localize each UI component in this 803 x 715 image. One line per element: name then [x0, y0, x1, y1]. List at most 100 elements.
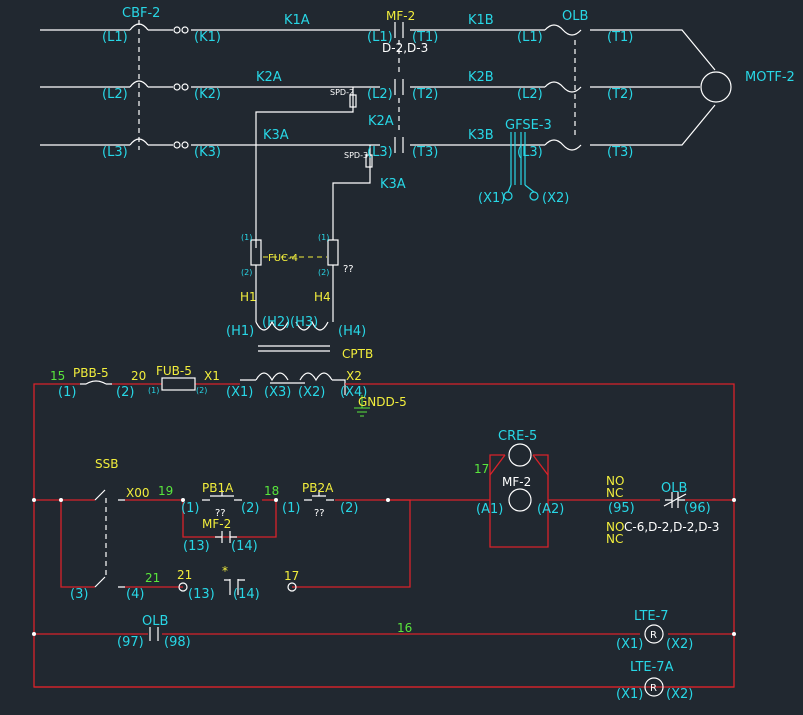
- pbb-term-1: (1): [58, 385, 76, 400]
- olb-aux-label: OLB: [661, 481, 687, 496]
- mf-aux-term-14: (14): [231, 539, 258, 554]
- primary-h3: (H3): [290, 315, 318, 330]
- secondary-x1: (X1): [226, 385, 253, 400]
- overload-term-l1: (L1): [517, 30, 543, 45]
- wire-k3b: K3B: [468, 128, 494, 143]
- aux2-term-13: (13): [188, 587, 215, 602]
- pbb-label: PBB-5: [73, 366, 109, 380]
- fuse2-term-1: (1): [318, 233, 329, 242]
- lead-h1: H1: [240, 290, 257, 304]
- starter-term-l2: (L2): [367, 87, 393, 102]
- x2-label: X2: [346, 369, 362, 383]
- wire-20: 20: [131, 369, 146, 383]
- starter-ref: D-2,D-3: [382, 41, 428, 55]
- aux2-term-14: (14): [233, 587, 260, 602]
- breaker-label: CBF-2: [122, 6, 160, 21]
- wire-16: 16: [397, 621, 412, 635]
- fub-label: FUB-5: [156, 364, 192, 378]
- pb2a-label: PB2A: [302, 481, 334, 495]
- starter-label: MF-2: [386, 9, 415, 23]
- pb2a-unknown: ??: [314, 508, 325, 519]
- breaker-term-l1: (L1): [102, 30, 128, 45]
- primary-h4: (H4): [338, 324, 366, 339]
- lte7-term-x1: (X1): [616, 637, 643, 652]
- gfse-term-x1: (X1): [478, 191, 505, 206]
- cre-pilot-symbol: [508, 443, 532, 467]
- pb1a-unknown: ??: [215, 508, 226, 519]
- x1-label: X1: [204, 369, 220, 383]
- pb1a-term-1: (1): [181, 501, 199, 516]
- no2-label: NO: [606, 520, 624, 534]
- pb2a-term-1: (1): [282, 501, 300, 516]
- aux2-star: *: [222, 564, 228, 578]
- olb-term-96: (96): [684, 501, 711, 516]
- breaker-term-l2: (L2): [102, 87, 128, 102]
- wire-k2a-tap: K2A: [368, 114, 394, 129]
- nc2-label: NC: [606, 532, 623, 546]
- control-wiring: [32, 377, 736, 697]
- coil-label: MF-2: [502, 475, 531, 489]
- breaker-term-k1: (K1): [194, 30, 221, 45]
- lead-h4: H4: [314, 290, 331, 304]
- coil-symbol: [508, 488, 532, 512]
- lte7a-term-x2: (X2): [666, 687, 693, 702]
- olb2-label: OLB: [142, 614, 168, 629]
- wire-k2a: K2A: [256, 70, 282, 85]
- wire-15: 15: [50, 369, 65, 383]
- primary-h2: (H2): [262, 315, 290, 330]
- mf-aux-label: MF-2: [202, 517, 231, 531]
- coil-term-a2: (A2): [537, 502, 564, 517]
- fuse1-term-1: (1): [241, 233, 252, 242]
- starter-term-t3: (T3): [412, 145, 438, 160]
- lte7a-label: LTE-7A: [630, 660, 674, 675]
- lte7a-term-x1: (X1): [616, 687, 643, 702]
- secondary-x4: (X4): [340, 385, 367, 400]
- wire-21a: 21: [145, 571, 160, 585]
- wire-17: 17: [474, 462, 489, 476]
- motor-label: MOTF-2: [745, 70, 795, 85]
- starter-term-t1: (T1): [412, 30, 438, 45]
- overload-label: OLB: [562, 9, 588, 24]
- breaker-term-l3: (L3): [102, 145, 128, 160]
- secondary-x3: (X3): [264, 385, 291, 400]
- wire-k2b: K2B: [468, 70, 494, 85]
- starter-term-l1: (L1): [367, 30, 393, 45]
- fuse-unknown: ??: [343, 264, 354, 275]
- pb1a-term-2: (2): [241, 501, 259, 516]
- lamp-lte7-symbol: [644, 624, 664, 644]
- coil-refs: C-6,D-2,D-2,D-3: [624, 520, 719, 534]
- overload-term-t2: (T2): [607, 87, 633, 102]
- gfse-term-x2: (X2): [542, 191, 569, 206]
- fub-term-2: (2): [196, 386, 207, 395]
- pbb-term-2: (2): [116, 385, 134, 400]
- overload-term-t3: (T3): [607, 145, 633, 160]
- cre-label: CRE-5: [498, 429, 537, 444]
- lte7-term-x2: (X2): [666, 637, 693, 652]
- olb2-term-97: (97): [117, 635, 144, 650]
- overload-term-t1: (T1): [607, 30, 633, 45]
- fub-term-1: (1): [148, 386, 159, 395]
- ssb-x00: X00: [126, 486, 150, 500]
- cpt-label: CPTB: [342, 347, 373, 361]
- spd2-label: SPD-2: [330, 88, 354, 97]
- pb2a-term-2: (2): [340, 501, 358, 516]
- wire-18: 18: [264, 484, 279, 498]
- starter-term-t2: (T2): [412, 87, 438, 102]
- breaker-term-k3: (K3): [194, 145, 221, 160]
- gfse-label: GFSE-3: [505, 118, 552, 133]
- overload-term-l2: (L2): [517, 87, 543, 102]
- secondary-x2: (X2): [298, 385, 325, 400]
- wire-21b: 21: [177, 568, 192, 582]
- breaker-term-k2: (K2): [194, 87, 221, 102]
- starter-term-l3: (L3): [367, 145, 393, 160]
- overload-term-l3: (L3): [517, 145, 543, 160]
- primary-h1: (H1): [226, 324, 254, 339]
- wire-17b: 17: [284, 569, 299, 583]
- mf-aux-term-13: (13): [183, 539, 210, 554]
- coil-term-a1: (A1): [476, 502, 503, 517]
- spd3-label: SPD-3: [344, 151, 368, 160]
- ground-label: GNDD-5: [358, 395, 407, 409]
- wire-k3a-tap: K3A: [380, 177, 406, 192]
